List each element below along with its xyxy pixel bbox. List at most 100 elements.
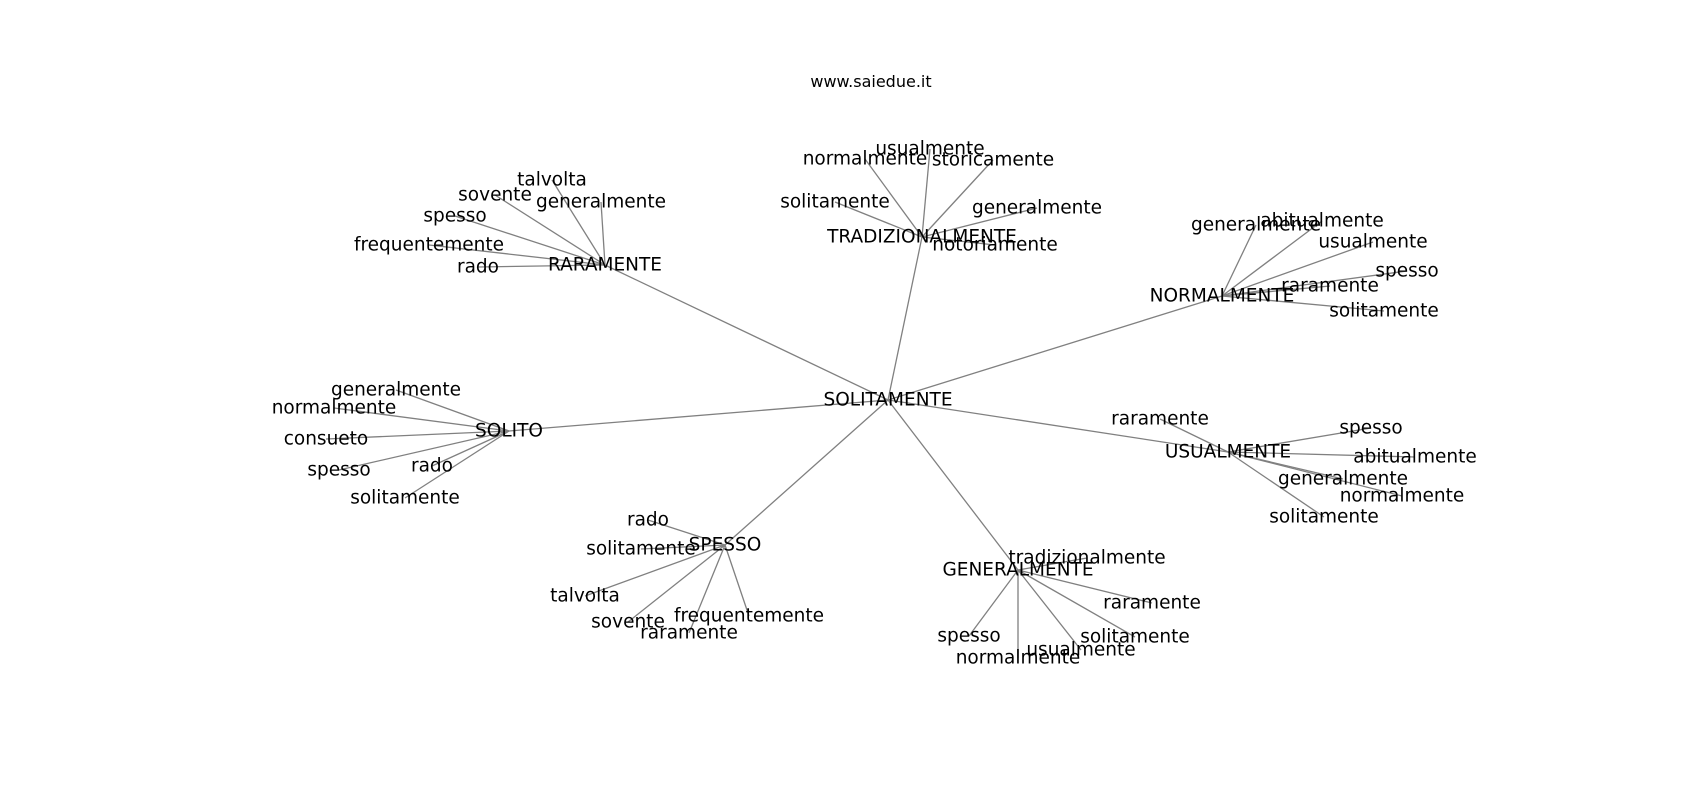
- leaf-node-label: talvolta: [550, 586, 620, 607]
- leaf-node-label: abitualmente: [1353, 447, 1476, 468]
- leaf-node-label: notoriamente: [932, 235, 1057, 256]
- edge-center-hub: [887, 399, 1229, 453]
- leaf-node-label: solitamente: [350, 488, 460, 509]
- edge-hub-leaf: [1017, 569, 1136, 638]
- edge-hub-leaf: [724, 544, 750, 617]
- edge-hub-leaf: [1017, 557, 1088, 571]
- hub-node-label: SPESSO: [689, 535, 762, 556]
- leaf-node-label: raramente: [1281, 276, 1379, 297]
- edge-center-hub: [887, 399, 1019, 571]
- edge-hub-leaf: [834, 201, 923, 238]
- leaf-node-label: spesso: [1339, 418, 1402, 439]
- hub-node-label: TRADIZIONALMENTE: [826, 227, 1017, 248]
- edge-hub-leaf: [395, 389, 510, 432]
- leaf-node-label: rado: [627, 510, 669, 531]
- leaf-node-label: normalmente: [1340, 486, 1465, 507]
- edge-center-hub: [887, 295, 1223, 401]
- hub-node-label: USUALMENTE: [1165, 442, 1291, 463]
- leaf-node-label: sovente: [591, 612, 665, 633]
- leaf-node-label: usualmente: [1318, 232, 1427, 253]
- leaf-node-label: spesso: [1375, 261, 1438, 282]
- leaf-node-label: solitamente: [586, 539, 696, 560]
- leaf-node-label: storicamente: [932, 150, 1054, 171]
- leaf-node-label: talvolta: [517, 170, 587, 191]
- leaf-node-label: solitamente: [780, 192, 890, 213]
- leaf-node-label: solitamente: [1329, 301, 1439, 322]
- leaf-node-label: sovente: [458, 185, 532, 206]
- edge-hub-leaf: [431, 430, 510, 467]
- leaf-node-label: normalmente: [803, 149, 928, 170]
- edge-hub-leaf: [600, 201, 606, 266]
- edge-hub-leaf: [454, 215, 606, 266]
- edge-hub-leaf: [333, 407, 510, 432]
- edge-hub-leaf: [968, 569, 1019, 637]
- edge-hub-leaf: [688, 544, 726, 634]
- hub-node-label: RARAMENTE: [548, 255, 662, 276]
- leaf-node-label: generalmente: [1191, 215, 1321, 236]
- leaf-node-label: raramente: [1111, 409, 1209, 430]
- edge-hub-leaf: [1221, 220, 1323, 297]
- leaf-node-label: generalmente: [1278, 469, 1408, 490]
- leaf-node-label: rado: [457, 257, 499, 278]
- edge-hub-leaf: [584, 544, 726, 597]
- edge-hub-leaf: [551, 179, 606, 266]
- site-title: www.saiedue.it: [810, 72, 932, 91]
- leaf-node-label: spesso: [423, 206, 486, 227]
- edge-hub-leaf: [428, 244, 606, 266]
- edge-hub-leaf: [1227, 451, 1403, 497]
- edge-hub-leaf: [338, 430, 510, 471]
- edge-center-hub: [724, 399, 889, 546]
- edge-hub-leaf: [325, 430, 510, 440]
- edge-hub-leaf: [921, 207, 1038, 238]
- edge-hub-leaf: [921, 236, 996, 246]
- edge-center-hub: [604, 264, 889, 401]
- edge-hub-leaf: [627, 544, 726, 623]
- edge-hub-leaf: [647, 519, 726, 546]
- leaf-node-label: normalmente: [956, 648, 1081, 669]
- hub-node-label: GENERALMENTE: [942, 560, 1093, 581]
- leaf-node-label: rado: [411, 456, 453, 477]
- leaf-node-label: usualmente: [875, 139, 984, 160]
- edge-hub-leaf: [404, 430, 510, 499]
- leaf-node-label: tradizionalmente: [1008, 548, 1165, 569]
- hub-node-label: SOLITO: [475, 421, 543, 442]
- center-node-label: SOLITAMENTE: [823, 390, 952, 411]
- leaf-node-label: spesso: [307, 460, 370, 481]
- edge-hub-leaf: [1227, 427, 1372, 453]
- edge-center-hub: [508, 399, 889, 432]
- edge-hub-leaf: [1227, 451, 1416, 458]
- edge-hub-leaf: [1017, 569, 1082, 651]
- edge-hub-leaf: [1017, 569, 1153, 604]
- leaf-node-label: abitualmente: [1260, 211, 1383, 232]
- leaf-node-label: frequentemente: [354, 235, 504, 256]
- leaf-node-label: spesso: [937, 626, 1000, 647]
- leaf-node-label: consueto: [284, 429, 369, 450]
- edge-center-hub: [887, 236, 923, 401]
- edge-hub-leaf: [1159, 418, 1229, 453]
- edge-hub-leaf: [1227, 451, 1325, 518]
- leaf-node-label: generalmente: [972, 198, 1102, 219]
- leaf-node-label: frequentemente: [674, 606, 824, 627]
- leaf-node-label: generalmente: [536, 192, 666, 213]
- edge-hub-leaf: [921, 159, 994, 238]
- edge-hub-leaf: [1221, 224, 1257, 297]
- edge-hub-leaf: [1221, 270, 1408, 297]
- edge-hub-leaf: [494, 194, 606, 266]
- leaf-node-label: solitamente: [1269, 507, 1379, 528]
- leaf-node-label: solitamente: [1080, 627, 1190, 648]
- leaf-node-label: normalmente: [272, 398, 397, 419]
- edge-hub-leaf: [1221, 285, 1331, 297]
- edge-hub-leaf: [1221, 241, 1374, 297]
- leaf-node-label: raramente: [640, 623, 738, 644]
- edge-hub-leaf: [640, 544, 726, 550]
- leaf-node-label: raramente: [1103, 593, 1201, 614]
- hub-node-label: NORMALMENTE: [1150, 286, 1295, 307]
- leaf-node-label: generalmente: [331, 380, 461, 401]
- edge-hub-leaf: [864, 158, 923, 238]
- edge-hub-leaf: [477, 264, 606, 268]
- edge-hub-leaf: [1221, 295, 1385, 312]
- leaf-node-label: usualmente: [1026, 640, 1135, 661]
- edge-hub-leaf: [921, 148, 931, 238]
